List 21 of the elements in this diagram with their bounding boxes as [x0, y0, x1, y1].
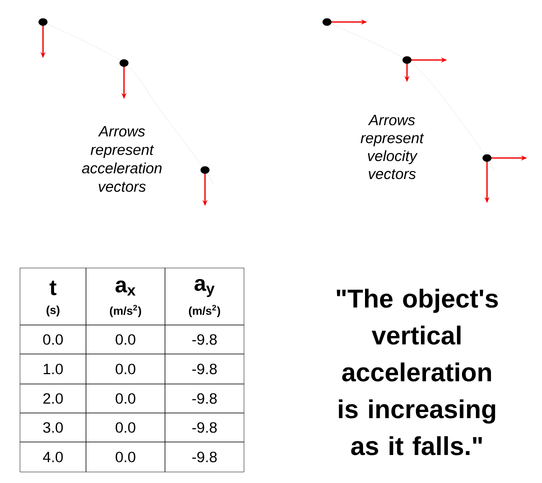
table-cell: 0.0 — [86, 412, 166, 442]
header-cell: t (s) — [20, 268, 86, 326]
table-cell: 0.0 — [86, 324, 166, 354]
table-cell: -9.8 — [164, 354, 244, 384]
table-cell: -9.8 — [164, 324, 244, 354]
quote: "The object's vertical acceleration is increasing as it falls." — [336, 288, 498, 456]
caption: Arrows represent acceleration vectors — [82, 126, 162, 192]
header-cell: a$_{y}$ (m/s$^{2}$) — [164, 268, 244, 326]
table-cell: 0.0 — [86, 442, 166, 472]
header-cell: a$_{x}$ (m/s$^{2}$) — [86, 268, 166, 326]
table-cell: -9.8 — [164, 442, 244, 472]
table-cell: 4.0 — [20, 442, 86, 472]
table-cell: -9.8 — [164, 384, 244, 414]
table-cell: 0.0 — [86, 384, 166, 414]
table-cell: 2.0 — [20, 384, 86, 414]
table-cell: 1.0 — [20, 354, 86, 384]
table-cell: -9.8 — [164, 412, 244, 442]
table-cell: 3.0 — [20, 412, 86, 442]
caption: Arrows represent velocity vectors — [360, 114, 424, 180]
table-cell: 0.0 — [20, 324, 86, 354]
table-cell: 0.0 — [86, 354, 166, 384]
